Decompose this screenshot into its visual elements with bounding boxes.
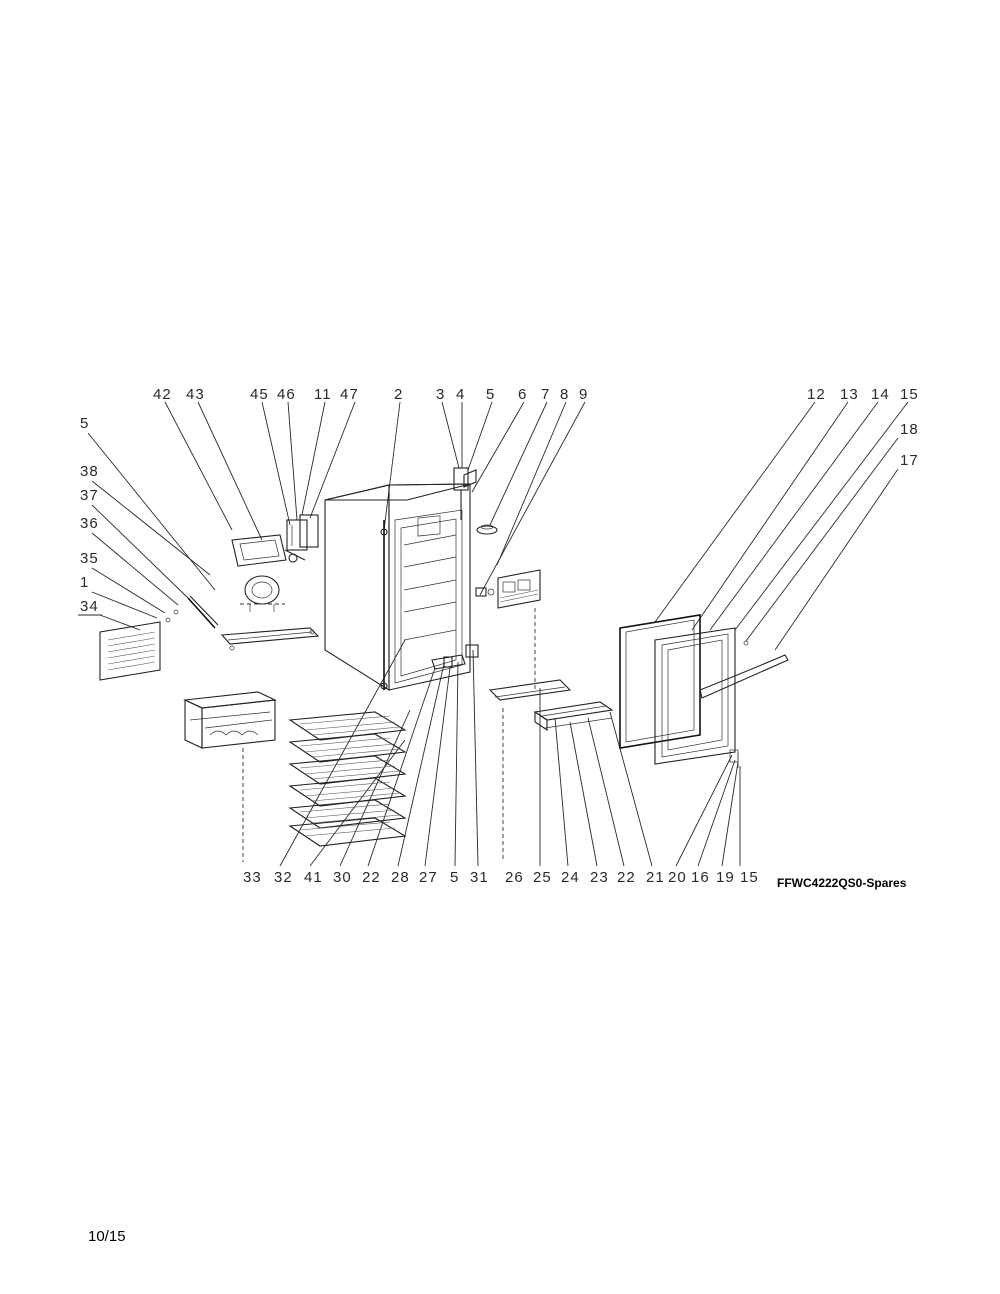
hinge-assembly — [453, 467, 498, 535]
callout-28: 28 — [391, 869, 410, 886]
callout-11: 11 — [314, 386, 332, 403]
callout-12: 12 — [807, 386, 826, 403]
callout-38: 38 — [80, 463, 99, 480]
callout-32: 32 — [274, 869, 293, 886]
callout-18: 18 — [900, 421, 919, 438]
callout-41: 41 — [304, 869, 323, 886]
callout-22-bottom-right: 22 — [617, 869, 636, 886]
fan-assembly — [231, 514, 319, 612]
shelf-5 — [288, 799, 407, 829]
callout-21: 21 — [646, 869, 665, 886]
callout-30: 30 — [333, 869, 352, 886]
callout-47: 47 — [340, 386, 359, 403]
callout-3: 3 — [436, 386, 445, 403]
callout-5-top: 5 — [486, 386, 495, 403]
callout-42: 42 — [153, 386, 172, 403]
callout-45: 45 — [250, 386, 269, 403]
callout-15-bottom: 15 — [740, 869, 759, 886]
left-callouts: 5 38 37 36 35 1 34 — [78, 415, 102, 616]
callout-7: 7 — [541, 386, 550, 403]
left-support-bars — [187, 595, 320, 651]
callout-13: 13 — [840, 386, 859, 403]
bottom-hinge-parts — [431, 644, 479, 670]
page-number: 10/15 — [88, 1228, 126, 1245]
callout-5-bottom: 5 — [450, 869, 459, 886]
glass-door — [654, 627, 789, 768]
shelf-3 — [288, 755, 407, 785]
wire-shelves — [288, 711, 407, 847]
callout-37: 37 — [80, 487, 99, 504]
callout-22-bottom-left: 22 — [362, 869, 381, 886]
top-callouts: 42 43 45 46 11 47 2 3 4 5 6 7 8 9 12 13 … — [153, 386, 919, 469]
callout-46: 46 — [277, 386, 296, 403]
callout-6: 6 — [518, 386, 527, 403]
base-trays — [488, 679, 614, 732]
callout-14: 14 — [871, 386, 890, 403]
callout-31: 31 — [470, 869, 489, 886]
callout-43: 43 — [186, 386, 205, 403]
callout-27: 27 — [419, 869, 438, 886]
shelf-1 — [288, 711, 407, 741]
leader-lines — [87, 401, 909, 867]
cabinet — [324, 483, 471, 691]
callout-5-left: 5 — [80, 415, 89, 432]
callout-34: 34 — [80, 598, 99, 615]
control-panel — [475, 569, 541, 690]
callout-23: 23 — [590, 869, 609, 886]
callout-24: 24 — [561, 869, 580, 886]
callout-2: 2 — [394, 386, 403, 403]
shelf-6 — [288, 817, 407, 847]
callout-33: 33 — [243, 869, 262, 886]
wine-rack — [182, 691, 278, 749]
callout-26: 26 — [505, 869, 524, 886]
callout-35: 35 — [80, 550, 99, 567]
bottom-callouts: 33 32 41 30 22 28 27 5 31 26 25 24 23 22… — [243, 869, 759, 886]
callout-20: 20 — [668, 869, 687, 886]
shelf-2 — [288, 733, 407, 763]
callout-17: 17 — [900, 452, 919, 469]
callout-4: 4 — [456, 386, 465, 403]
callout-25: 25 — [533, 869, 552, 886]
callout-36: 36 — [80, 515, 99, 532]
door-gasket — [619, 614, 701, 749]
callout-9: 9 — [579, 386, 588, 403]
callout-15-top: 15 — [900, 386, 919, 403]
shelf-4 — [288, 777, 407, 807]
diagram-label: FFWC4222QS0-Spares — [777, 876, 907, 890]
callout-19: 19 — [716, 869, 735, 886]
callout-8: 8 — [560, 386, 569, 403]
callout-1: 1 — [80, 574, 89, 591]
back-panel — [99, 609, 179, 681]
callout-16: 16 — [691, 869, 710, 886]
